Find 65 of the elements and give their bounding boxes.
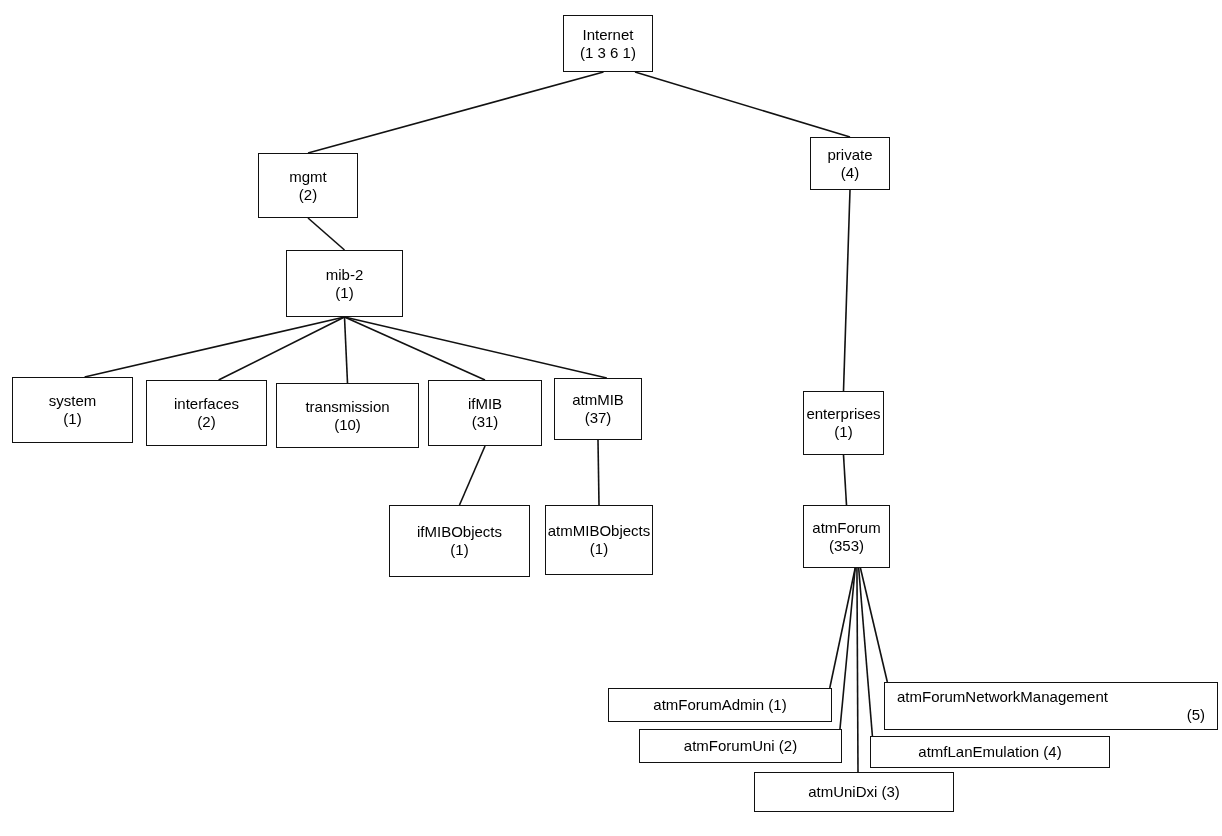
node-label: (1): [450, 541, 469, 559]
node-label: atmMIB: [572, 391, 624, 409]
node-box: [554, 378, 642, 440]
node-label: enterprises: [806, 405, 881, 423]
node-label: system: [48, 392, 97, 410]
node-label: mib-2: [325, 265, 364, 284]
node-box: [884, 682, 1218, 730]
node-label: (1): [834, 423, 853, 441]
node-box: [276, 383, 419, 448]
node-label: atmForumUni (2): [682, 737, 799, 755]
node-label: atmMIBObjects: [547, 522, 651, 540]
node-label: atmForum: [812, 518, 881, 537]
connector-line: [217, 316, 346, 381]
node-label: (2): [298, 185, 318, 204]
connector-line: [856, 567, 859, 773]
connector-line: [859, 567, 889, 683]
node-box: [563, 15, 653, 72]
node-label: (1): [589, 540, 609, 558]
node-label: mgmt: [289, 167, 327, 186]
node-label: (2): [197, 413, 216, 431]
node-label: (353): [829, 536, 864, 555]
node-box: [545, 505, 653, 575]
node-label: (37): [584, 409, 612, 427]
connector-line: [597, 439, 600, 506]
node-box: [803, 505, 890, 568]
node-label: Internet: [582, 25, 634, 44]
connector-line: [842, 189, 851, 392]
connector-line: [307, 217, 346, 251]
connector-line: [458, 445, 486, 506]
node-box: [608, 688, 832, 722]
node-label: interfaces: [173, 395, 239, 413]
connector-line: [842, 454, 848, 506]
node-label: (1): [63, 410, 82, 428]
node-box: [12, 377, 133, 443]
node-label: ifMIBObjects: [417, 523, 502, 541]
node-label: (4): [840, 163, 860, 182]
node-box: [870, 736, 1110, 768]
node-box: [639, 729, 842, 763]
node-label: (5): [1185, 706, 1205, 724]
connector-line: [343, 316, 486, 381]
node-label: private: [827, 145, 873, 164]
node-box: [754, 772, 954, 812]
node-label: atmfLanEmulation (4): [917, 743, 1063, 761]
node-label: atmForumAdmin (1): [652, 696, 788, 714]
node-box: [803, 391, 884, 455]
node-box: [146, 380, 267, 446]
node-box: [286, 250, 403, 317]
connector-line: [634, 71, 851, 138]
node-label: (31): [471, 413, 499, 431]
node-label: (10): [334, 415, 361, 434]
node-box: [428, 380, 542, 446]
connector-line: [839, 567, 856, 730]
node-label: ifMIB: [467, 395, 503, 413]
node-label: (1 3 6 1): [580, 43, 636, 62]
node-box: [810, 137, 890, 190]
connector-line: [343, 316, 608, 379]
node-box: [389, 505, 530, 577]
connector-line: [307, 71, 605, 154]
node-label: atmForumNetworkManagement: [897, 688, 1109, 706]
node-label: (1): [335, 283, 354, 302]
node-label: atmUniDxi (3): [807, 783, 901, 801]
connector-line: [343, 316, 349, 384]
connector-line: [857, 567, 874, 737]
node-box: [258, 153, 358, 218]
node-label: transmission: [305, 397, 390, 416]
